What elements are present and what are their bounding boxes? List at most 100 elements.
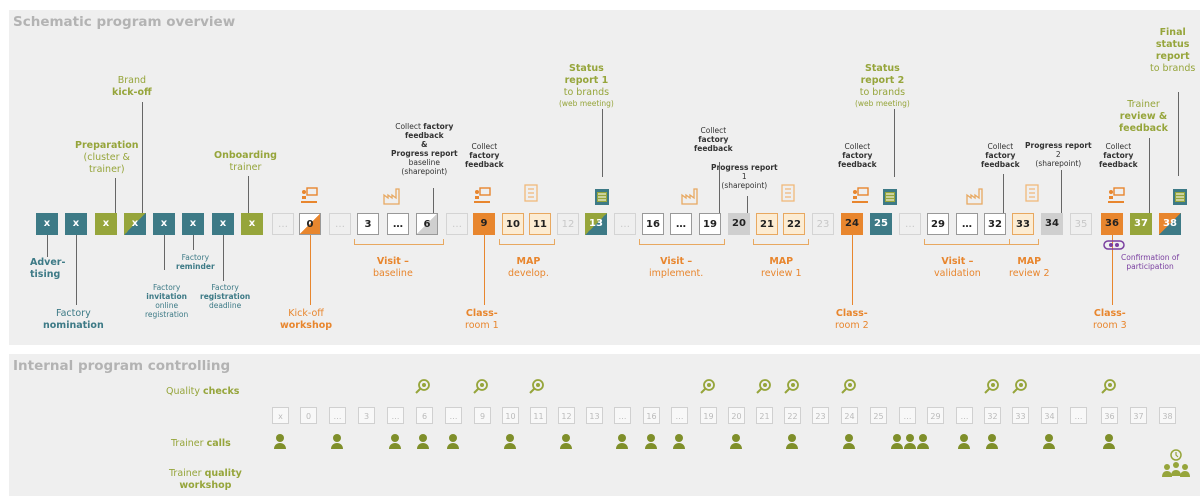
timeline-box: … <box>670 213 692 235</box>
trainer-call-icon <box>843 434 855 449</box>
map-review1-bracket <box>753 239 809 245</box>
controlling-box: 9 <box>474 407 491 424</box>
quality-checks-label: Quality checks <box>166 386 240 397</box>
trainer-call-icon <box>331 434 343 449</box>
report-icon <box>883 189 897 205</box>
controlling-box: … <box>445 407 462 424</box>
controlling-box: x <box>272 407 289 424</box>
panel-title: Schematic program overview <box>13 14 236 30</box>
timeline-box: 9 <box>473 213 495 235</box>
timeline-box: 0 <box>299 213 321 235</box>
connector-line <box>1178 92 1179 176</box>
timeline-box: 24 <box>841 213 863 235</box>
timeline-box: x <box>182 213 204 235</box>
controlling-box: 12 <box>558 407 575 424</box>
checklist-icon <box>524 184 538 202</box>
trainer-quality-workshop-label: Trainer quality workshop <box>169 468 242 491</box>
connector-line <box>1112 235 1113 305</box>
trainer-call-icon <box>645 434 657 449</box>
controlling-box: 21 <box>756 407 773 424</box>
controlling-box: 3 <box>358 407 375 424</box>
timeline-box: x <box>153 213 175 235</box>
program-controlling-panel: Internal program controlling Quality che… <box>9 354 1200 496</box>
magnifier-icon <box>784 379 799 394</box>
classroom-icon <box>852 187 869 203</box>
timeline-box: … <box>899 213 921 235</box>
timeline-box: 11 <box>529 213 551 235</box>
timeline-box: x <box>124 213 146 235</box>
controlling-box: 37 <box>1130 407 1147 424</box>
controlling-box: … <box>671 407 688 424</box>
magnifier-icon <box>473 379 488 394</box>
trainer-call-icon <box>730 434 742 449</box>
timeline-box: 16 <box>642 213 664 235</box>
trainer-call-icon <box>616 434 628 449</box>
connector-line <box>310 235 311 305</box>
connector-line <box>76 235 77 305</box>
controlling-box: … <box>387 407 404 424</box>
controlling-box: … <box>1070 407 1087 424</box>
timeline-box: 36 <box>1101 213 1123 235</box>
trainer-call-icon <box>786 434 798 449</box>
trainer-call-icon <box>673 434 685 449</box>
visit-implement-bracket <box>639 239 725 245</box>
magnifier-icon <box>1012 379 1027 394</box>
timeline-box: … <box>446 213 468 235</box>
trainer-call-icon <box>560 434 572 449</box>
timeline-box: 23 <box>812 213 834 235</box>
controlling-box: 24 <box>841 407 858 424</box>
controlling-box: 13 <box>586 407 603 424</box>
connector-line <box>248 176 249 213</box>
group-workshop-icon <box>1162 449 1190 477</box>
timeline-box: 3 <box>357 213 379 235</box>
connector-line <box>747 196 748 213</box>
controlling-box: 32 <box>984 407 1001 424</box>
timeline-box: x <box>36 213 58 235</box>
controlling-box: 6 <box>416 407 433 424</box>
connector-line <box>602 109 603 177</box>
handshake-icon <box>1103 240 1125 250</box>
map-develop-bracket <box>499 239 555 245</box>
magnifier-icon <box>415 379 430 394</box>
controlling-box: … <box>899 407 916 424</box>
timeline-box: 33 <box>1012 213 1034 235</box>
magnifier-icon <box>700 379 715 394</box>
connector-line <box>193 235 194 250</box>
trainer-call-icon <box>891 434 903 449</box>
classroom-2-label: Class-room 2 <box>835 308 869 331</box>
connector-line <box>484 235 485 305</box>
trainer-calls-label: Trainer calls <box>171 438 231 449</box>
timeline-box: 34 <box>1041 213 1063 235</box>
timeline-box: … <box>614 213 636 235</box>
collect-progress-baseline-label: Collect factory feedback & Progress repo… <box>391 122 458 176</box>
timeline-box: 20 <box>728 213 750 235</box>
controlling-box: 0 <box>300 407 317 424</box>
map-review2-bracket <box>1009 239 1039 245</box>
timeline-box: x <box>241 213 263 235</box>
controlling-box: … <box>614 407 631 424</box>
magnifier-icon <box>984 379 999 394</box>
checklist-icon <box>1025 184 1039 202</box>
timeline-box: 29 <box>927 213 949 235</box>
visit-implement-label: Visit –implement. <box>649 256 704 279</box>
connector-line <box>433 188 434 213</box>
visit-validation-bracket <box>924 239 1010 245</box>
panel-title: Internal program controlling <box>13 358 231 374</box>
trainer-call-icon <box>447 434 459 449</box>
trainer-call-icon <box>417 434 429 449</box>
timeline-box: x <box>212 213 234 235</box>
trainer-call-icon <box>917 434 929 449</box>
